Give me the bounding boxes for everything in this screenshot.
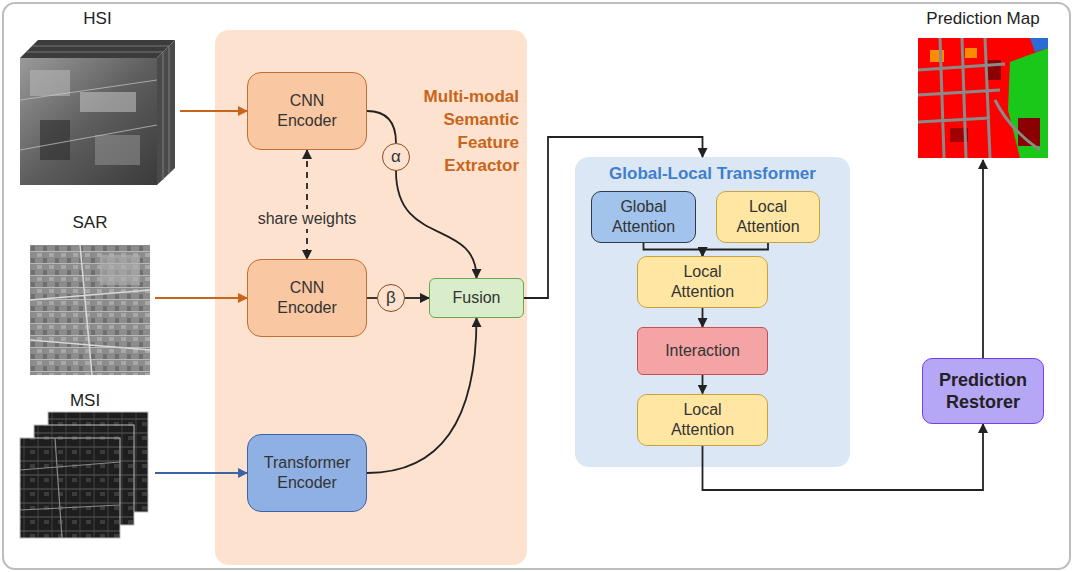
interaction-box: Interaction bbox=[637, 327, 768, 375]
output-image: Prediction Map bbox=[912, 8, 1054, 160]
connector-arrow bbox=[703, 243, 769, 256]
box-label: β bbox=[386, 287, 396, 308]
connector-arrow bbox=[702, 308, 704, 327]
panel-title: Global-Local Transformer bbox=[575, 163, 850, 184]
sar-image bbox=[30, 245, 150, 375]
image-heading: SAR bbox=[25, 212, 155, 233]
connector-arrow bbox=[180, 110, 247, 112]
image-heading: HSI bbox=[15, 8, 180, 29]
box-label: Prediction Restorer bbox=[923, 369, 1043, 414]
image-heading: Prediction Map bbox=[912, 8, 1054, 29]
hsi-cube bbox=[20, 40, 175, 185]
connector-arrow bbox=[367, 297, 377, 299]
module-panel: Multi-modal Semantic Feature ExtractorCN… bbox=[215, 30, 527, 565]
weight-circle: β bbox=[377, 284, 405, 312]
attention-box: Local Attention bbox=[716, 191, 820, 243]
image-heading: MSI bbox=[15, 390, 155, 411]
panel-title: Multi-modal Semantic Feature Extractor bbox=[401, 86, 519, 178]
box-label: α bbox=[391, 146, 401, 167]
edge-label: share weights bbox=[255, 209, 360, 229]
weight-circle: α bbox=[382, 143, 410, 171]
box-label: CNN Encoder bbox=[259, 91, 355, 131]
connector-arrow bbox=[155, 297, 247, 299]
box-label: Local Attention bbox=[658, 262, 748, 302]
attention-box: Global Attention bbox=[591, 191, 696, 243]
prediction-map-image bbox=[918, 38, 1048, 158]
connector-arrow bbox=[405, 297, 429, 299]
input-image: SAR bbox=[25, 212, 155, 378]
box-label: Interaction bbox=[665, 341, 740, 361]
box-label: Fusion bbox=[452, 288, 500, 308]
box-label: Global Attention bbox=[592, 197, 695, 237]
outer-frame bbox=[3, 3, 1070, 569]
input-image: HSI bbox=[15, 8, 180, 188]
encoder-box: Transformer Encoder bbox=[247, 434, 367, 512]
connector-arrow bbox=[367, 111, 396, 143]
restorer-box: Prediction Restorer bbox=[922, 358, 1044, 424]
panel-ground bbox=[575, 157, 850, 467]
msi-stack bbox=[20, 412, 148, 538]
box-label: Transformer Encoder bbox=[255, 453, 359, 493]
box-label: Local Attention bbox=[717, 197, 819, 237]
encoder-box: CNN Encoder bbox=[247, 259, 367, 337]
connector-arrow bbox=[396, 171, 477, 278]
connector-arrow bbox=[367, 318, 477, 473]
connector-arrow bbox=[306, 150, 308, 259]
panel-ground bbox=[215, 30, 527, 565]
connector-arrow bbox=[702, 375, 704, 394]
box-label: Local Attention bbox=[658, 400, 748, 440]
connector-arrow bbox=[982, 160, 984, 358]
fusion-box: Fusion bbox=[429, 278, 524, 318]
connector-arrow bbox=[644, 243, 703, 256]
module-panel: Global-Local TransformerGlobal Attention… bbox=[575, 157, 850, 467]
input-image: MSI bbox=[15, 390, 155, 540]
attention-box: Local Attention bbox=[637, 394, 768, 446]
attention-box: Local Attention bbox=[637, 256, 768, 308]
box-label: CNN Encoder bbox=[259, 278, 355, 318]
connector-arrow bbox=[155, 472, 247, 474]
encoder-box: CNN Encoder bbox=[247, 72, 367, 150]
